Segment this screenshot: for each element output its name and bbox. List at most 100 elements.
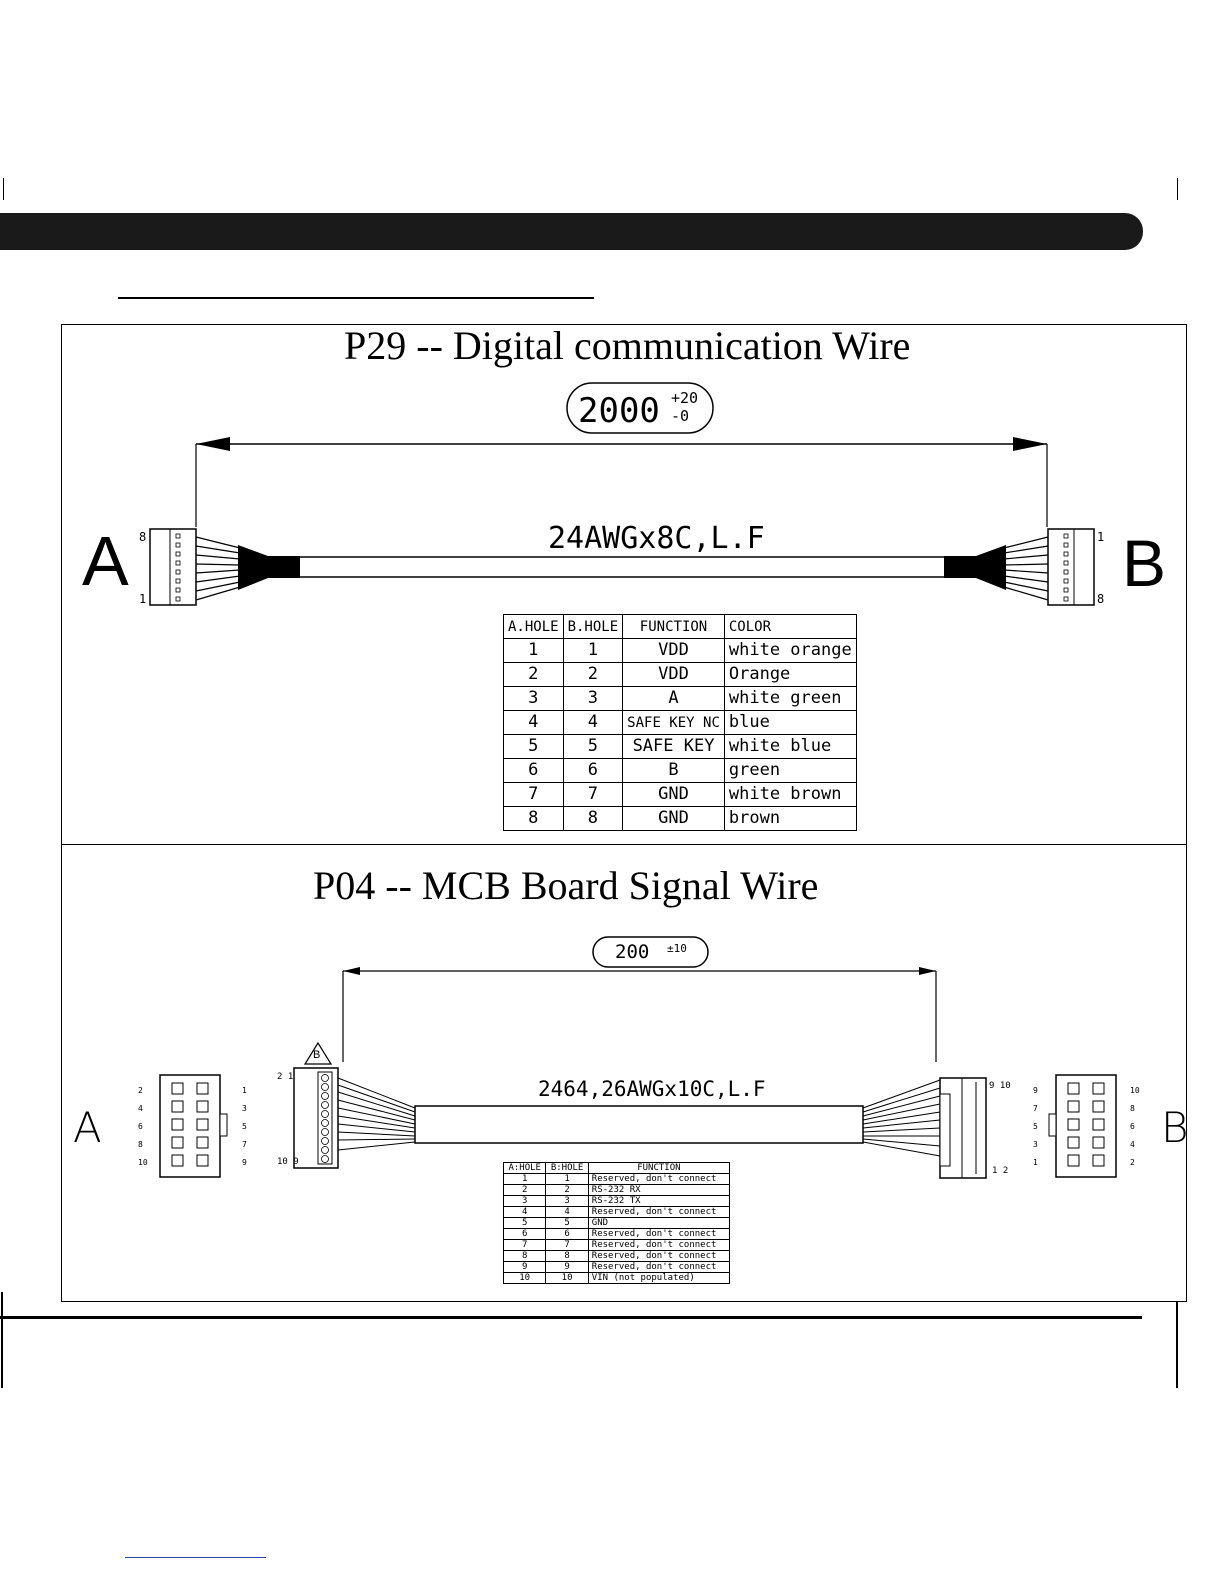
p29-pin-slots bbox=[175, 533, 1069, 602]
cell: VDD bbox=[622, 638, 725, 663]
cell: white orange bbox=[723, 638, 857, 663]
cell: 7 bbox=[545, 1239, 589, 1251]
face-a-pin: 1 bbox=[242, 1086, 247, 1095]
face-b-pin: 2 bbox=[1130, 1158, 1135, 1167]
section-divider bbox=[61, 844, 1187, 845]
cell: 5 bbox=[502, 1217, 547, 1229]
footer-right-tick bbox=[1176, 1302, 1178, 1388]
p04-length-tol: ±10 bbox=[667, 942, 687, 955]
p29-arrow-left bbox=[196, 437, 230, 451]
cell: RS-232 TX bbox=[587, 1195, 731, 1207]
cell: GND bbox=[587, 1217, 731, 1229]
p29-cable-body bbox=[298, 556, 946, 578]
p29-arrow-right bbox=[1013, 437, 1047, 451]
face-b-pin: 7 bbox=[1033, 1104, 1038, 1113]
p04-face-b-holes bbox=[1048, 1082, 1105, 1167]
p29-length-tol-plus: +20 bbox=[671, 389, 699, 407]
cell: 1 bbox=[545, 1173, 589, 1185]
cell: 9 bbox=[545, 1261, 589, 1273]
cell: 5 bbox=[545, 1217, 589, 1229]
p04-title: P04 -- MCB Board Signal Wire bbox=[313, 863, 819, 908]
p04-end-b-label: B bbox=[1161, 1103, 1189, 1152]
header-a-hole: A.HOLE bbox=[503, 614, 564, 639]
header-b-hole: B:HOLE bbox=[545, 1162, 589, 1174]
face-a-pin: 2 bbox=[138, 1086, 143, 1095]
p29-wires-a bbox=[195, 536, 241, 601]
cell: Reserved, don't connect bbox=[587, 1239, 731, 1251]
cell: 8 bbox=[503, 806, 564, 831]
p04-cable-label: 2464,26AWGx10C,L.F bbox=[538, 1077, 766, 1101]
p29-pin-a-top: 8 bbox=[139, 530, 147, 544]
cell: A bbox=[622, 686, 725, 711]
face-b-pin: 6 bbox=[1130, 1122, 1135, 1131]
cell: Reserved, don't connect bbox=[587, 1250, 731, 1262]
p04-arrow-right bbox=[919, 967, 936, 975]
face-a-pin: 4 bbox=[138, 1104, 143, 1113]
cell: 7 bbox=[502, 1239, 547, 1251]
p29-connector-b bbox=[1047, 528, 1095, 606]
p04-arrow-left bbox=[343, 967, 360, 975]
cell: GND bbox=[622, 806, 725, 831]
face-b-pin: 8 bbox=[1130, 1104, 1135, 1113]
p04-cable-drawing bbox=[159, 936, 1117, 1179]
face-b-pin: 3 bbox=[1033, 1140, 1038, 1149]
face-a-pin: 5 bbox=[242, 1122, 247, 1131]
cell: 3 bbox=[562, 686, 624, 711]
cell: 8 bbox=[562, 806, 624, 831]
p29-pin-a-bottom: 1 bbox=[139, 592, 147, 606]
cell: 2 bbox=[562, 662, 624, 687]
cell: 4 bbox=[503, 710, 564, 735]
p04-conn-right-bottom: 1 2 bbox=[992, 1166, 1009, 1176]
cell: B bbox=[622, 758, 725, 783]
p29-end-a-label: A bbox=[82, 522, 129, 600]
p04-wires-right bbox=[862, 1079, 941, 1157]
cell: 2 bbox=[503, 662, 564, 687]
cell: 6 bbox=[562, 758, 624, 783]
p04-left-pin-circles bbox=[321, 1074, 329, 1163]
p04-end-a-label: A bbox=[73, 1103, 102, 1152]
cell: VDD bbox=[622, 662, 725, 687]
cell: 6 bbox=[545, 1228, 589, 1240]
header-bar bbox=[0, 213, 1143, 250]
p04-wires-left bbox=[337, 1077, 416, 1151]
p04-cable-body bbox=[414, 1105, 864, 1144]
cell: Reserved, don't connect bbox=[587, 1173, 731, 1185]
cell: Reserved, don't connect bbox=[587, 1206, 731, 1218]
cell: 10 bbox=[545, 1272, 589, 1284]
p29-sleeve-right bbox=[944, 556, 976, 578]
cell: Reserved, don't connect bbox=[587, 1228, 731, 1240]
face-b-pin: 10 bbox=[1130, 1086, 1140, 1095]
p29-fan-right bbox=[976, 545, 1006, 590]
cell: 7 bbox=[562, 782, 624, 807]
cell: GND bbox=[622, 782, 725, 807]
cell: blue bbox=[723, 710, 857, 735]
p29-length-value: 2000 bbox=[578, 391, 660, 431]
p04-dimension-box bbox=[592, 936, 709, 968]
right-margin-tick bbox=[1177, 178, 1178, 200]
cell: SAFE KEY bbox=[622, 734, 725, 759]
cell: white blue bbox=[723, 734, 857, 759]
header-a-hole: A:HOLE bbox=[502, 1162, 547, 1174]
footer-link-line bbox=[125, 1557, 266, 1558]
footer-rule bbox=[0, 1316, 1142, 1319]
cell: VIN (not populated) bbox=[587, 1272, 731, 1284]
cell: 1 bbox=[502, 1173, 547, 1185]
cell: brown bbox=[723, 806, 857, 831]
face-a-pin: 7 bbox=[242, 1140, 247, 1149]
face-a-pin: 9 bbox=[242, 1158, 247, 1167]
p29-dimension-box bbox=[566, 382, 714, 434]
p04-conn-left-bottom: 10 9 bbox=[277, 1157, 299, 1167]
cell: 1 bbox=[562, 638, 624, 663]
